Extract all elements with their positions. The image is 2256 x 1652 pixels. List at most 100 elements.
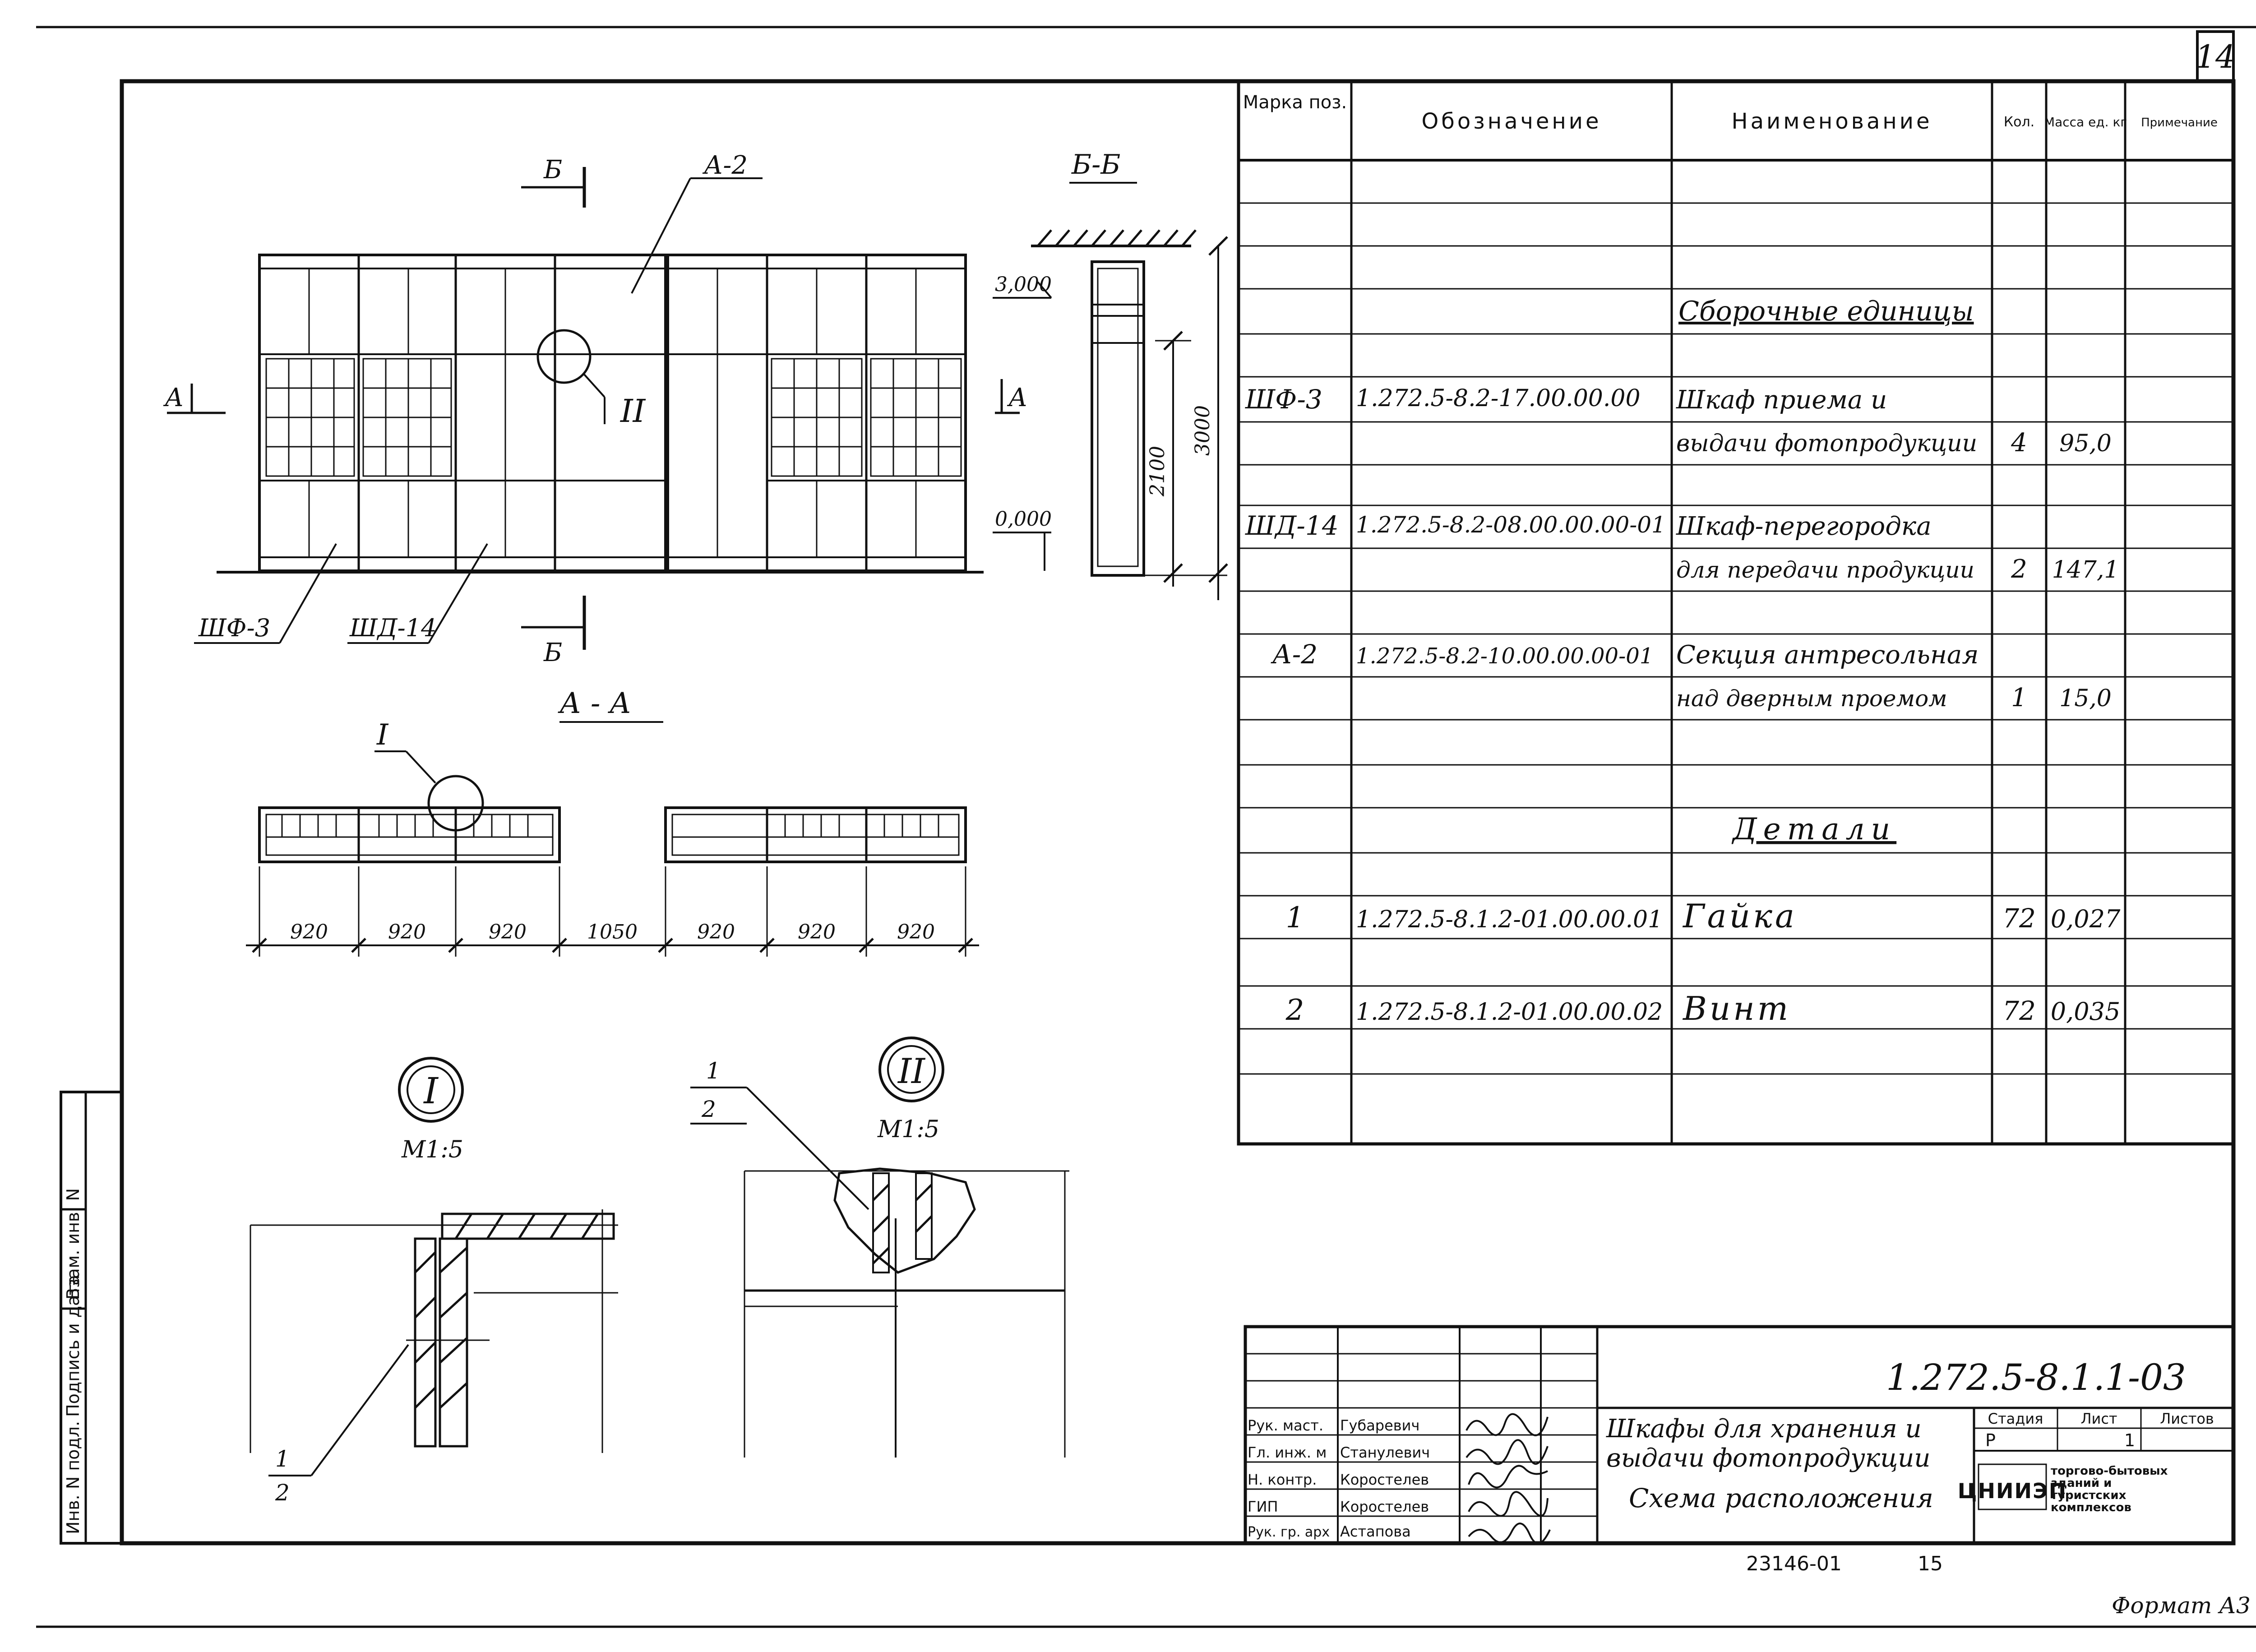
- sheets-label: Листов: [2160, 1410, 2214, 1427]
- header-naimenovanie: Наименование: [1731, 109, 1932, 134]
- row-name1-4: Винт: [1682, 990, 1791, 1027]
- signer-name-0: Губаревич: [1340, 1417, 1419, 1434]
- detail-II-marker: II: [897, 1051, 926, 1091]
- row-mark-3: 1: [1286, 901, 1304, 935]
- header-kol: Кол.: [2004, 114, 2034, 130]
- dim-3000: 3000: [1191, 405, 1214, 456]
- sheet-value: 1: [2124, 1430, 2135, 1450]
- dim-aa-1: 920: [388, 921, 426, 944]
- archive-page: 15: [1918, 1552, 1943, 1575]
- header-massa: Масса ед. кг: [2044, 115, 2127, 130]
- section-details-title: Детали: [1731, 812, 1896, 847]
- row-mass-0: 95,0: [2059, 430, 2112, 457]
- row-qty-0: 4: [2011, 428, 2027, 458]
- row-mark-1: ШД-14: [1245, 510, 1339, 541]
- signer-role-4: Рук. гр. арх: [1248, 1524, 1330, 1540]
- header-marka: Марка поз.: [1243, 92, 1347, 113]
- row-qty-1: 2: [2011, 555, 2027, 584]
- stage-label: Стадия: [1988, 1410, 2043, 1427]
- section-bb-title: Б-Б: [1071, 149, 1120, 180]
- side-inv-podl: Инв. N подл.: [63, 1421, 83, 1534]
- row-mass-3: 0,027: [2051, 905, 2121, 933]
- org-text-4: комплексов: [2051, 1501, 2131, 1514]
- format-label: Формат А3: [2112, 1592, 2251, 1619]
- signer-role-3: ГИП: [1248, 1498, 1278, 1515]
- signer-name-4: Астапова: [1340, 1523, 1411, 1540]
- side-vzam-inv: Взам. инв. N: [63, 1188, 83, 1300]
- title-line3: Схема расположения: [1629, 1483, 1933, 1513]
- detail-I-pos2: 2: [275, 1480, 290, 1506]
- elevation-view: II А-2 ШФ-3 ШД-14 Б Б А А: [163, 151, 1027, 667]
- callout-a2: А-2: [702, 151, 748, 180]
- row-designation-4: 1.272.5-8.1.2-01.00.00.02: [1356, 999, 1663, 1026]
- level-bottom: 0,000: [995, 508, 1052, 531]
- signer-name-3: Коростелев: [1340, 1498, 1429, 1515]
- cut-a-right: А: [1007, 383, 1027, 412]
- row-name2-1: для передачи продукции: [1676, 557, 1974, 583]
- signer-name-1: Станулевич: [1340, 1444, 1430, 1461]
- org-text-2: зданий и: [2051, 1476, 2112, 1490]
- detail-I: I М1:5 1 2: [250, 1057, 618, 1506]
- node-I-label: I: [376, 718, 389, 752]
- row-name1-2: Секция антресольная: [1676, 640, 1979, 670]
- section-assembly-title: Сборочные единицы: [1678, 296, 1974, 327]
- dim-aa-4: 920: [697, 921, 735, 944]
- signer-name-2: Коростелев: [1340, 1471, 1429, 1488]
- section-bb: Б-Б 3,000 0,000 2100 3000: [993, 149, 1228, 600]
- row-designation-1: 1.272.5-8.2-08.00.00.00-01: [1356, 512, 1666, 538]
- dim-aa-0: 920: [290, 921, 328, 944]
- cut-a-left: А: [163, 383, 184, 412]
- title-line2: выдачи фотопродукции: [1606, 1444, 1930, 1473]
- node-II-label: II: [619, 393, 646, 430]
- dim-2100: 2100: [1146, 446, 1169, 497]
- row-designation-0: 1.272.5-8.2-17.00.00.00: [1356, 385, 1641, 412]
- spec-table: Марка поз. Обозначение Наименование Кол.…: [1237, 79, 2235, 1146]
- level-top: 3,000: [995, 273, 1052, 296]
- org-logo: ЦНИИЭП: [1958, 1463, 2067, 1510]
- signer-role-0: Рук. маст.: [1248, 1417, 1323, 1434]
- dim-aa-5: 920: [798, 921, 836, 944]
- detail-I-pos1: 1: [275, 1446, 290, 1472]
- stage-value: Р: [1985, 1430, 1996, 1450]
- sheet-number: 14: [2195, 38, 2235, 75]
- row-name2-2: над дверным проемом: [1676, 685, 1947, 712]
- row-qty-3: 72: [2002, 903, 2036, 934]
- detail-I-scale: М1:5: [401, 1136, 463, 1163]
- signer-role-1: Гл. инж. м: [1248, 1444, 1327, 1461]
- org-text-3: туристских: [2051, 1489, 2127, 1502]
- org-logo-text: ЦНИИЭП: [1958, 1479, 2067, 1503]
- row-qty-4: 72: [2002, 995, 2036, 1026]
- section-aa: А - А I: [246, 687, 979, 957]
- row-name1-3: Гайка: [1682, 897, 1797, 935]
- detail-II-scale: М1:5: [877, 1116, 939, 1143]
- dim-aa-2: 920: [489, 921, 527, 944]
- row-mass-2: 15,0: [2059, 685, 2112, 712]
- org-text-1: торгово-бытовых: [2051, 1464, 2168, 1478]
- row-mass-4: 0,035: [2051, 997, 2121, 1026]
- signatures: [1465, 1413, 1551, 1544]
- side-podpis-data: Подпись и дата: [63, 1275, 83, 1417]
- side-stamp: Инв. N подл. Подпись и дата Взам. инв. N: [60, 1091, 123, 1545]
- dim-aa-6: 920: [897, 921, 935, 944]
- callout-shf3: ШФ-3: [198, 614, 270, 642]
- callout-shd14: ШД-14: [349, 614, 436, 642]
- row-name1-0: Шкаф приема и: [1676, 385, 1887, 415]
- row-qty-2: 1: [2011, 683, 2027, 713]
- row-mass-1: 147,1: [2052, 556, 2119, 583]
- title-line1: Шкафы для хранения и: [1606, 1414, 1922, 1444]
- cut-b-top: Б: [543, 155, 562, 185]
- cut-b-bottom: Б: [543, 638, 562, 667]
- detail-II: II М1:5 1 2: [690, 1037, 1069, 1458]
- row-name1-1: Шкаф-перегородка: [1676, 512, 1932, 541]
- section-aa-title: А - А: [558, 687, 631, 720]
- detail-II-pos1: 1: [706, 1058, 721, 1084]
- sheet-label: Лист: [2080, 1410, 2117, 1427]
- row-designation-2: 1.272.5-8.2-10.00.00.00-01: [1356, 643, 1653, 669]
- row-designation-3: 1.272.5-8.1.2-01.00.00.01: [1356, 906, 1663, 933]
- header-primechanie: Примечание: [2141, 116, 2218, 130]
- archive-no: 23146-01: [1746, 1552, 1842, 1575]
- dim-aa-3: 1050: [587, 921, 638, 944]
- detail-I-marker: I: [423, 1070, 439, 1112]
- header-oboznachenie: Обозначение: [1421, 109, 1601, 134]
- row-mark-2: А-2: [1271, 639, 1318, 670]
